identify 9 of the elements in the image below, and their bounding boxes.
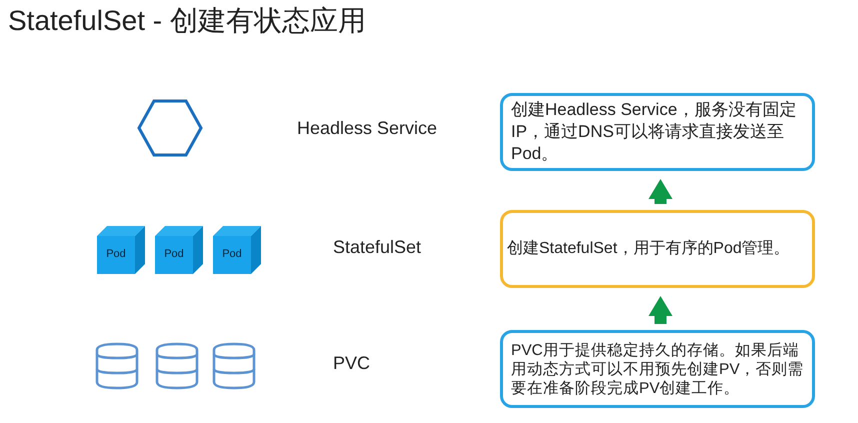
arrow [648,179,672,204]
row-label: StatefulSet [333,237,422,258]
description-box: 创建Headless Service，服务没有固定IP，通过DNS可以将请求直接发送至Pod。 [500,93,815,171]
description-box: 创建StatefulSet，用于有序的Pod管理。 [500,210,815,288]
arrow [648,296,672,324]
row-label: PVC [333,353,370,374]
row-label: Headless Service [297,118,438,139]
description-box: PVC用于提供稳定持久的存储。如果后端用动态方式可以不用预先创建PV，否则需要在准备阶段完成PV创建工作。 [500,330,815,408]
title: StatefulSet - 创建有状态应用 [8,4,366,38]
